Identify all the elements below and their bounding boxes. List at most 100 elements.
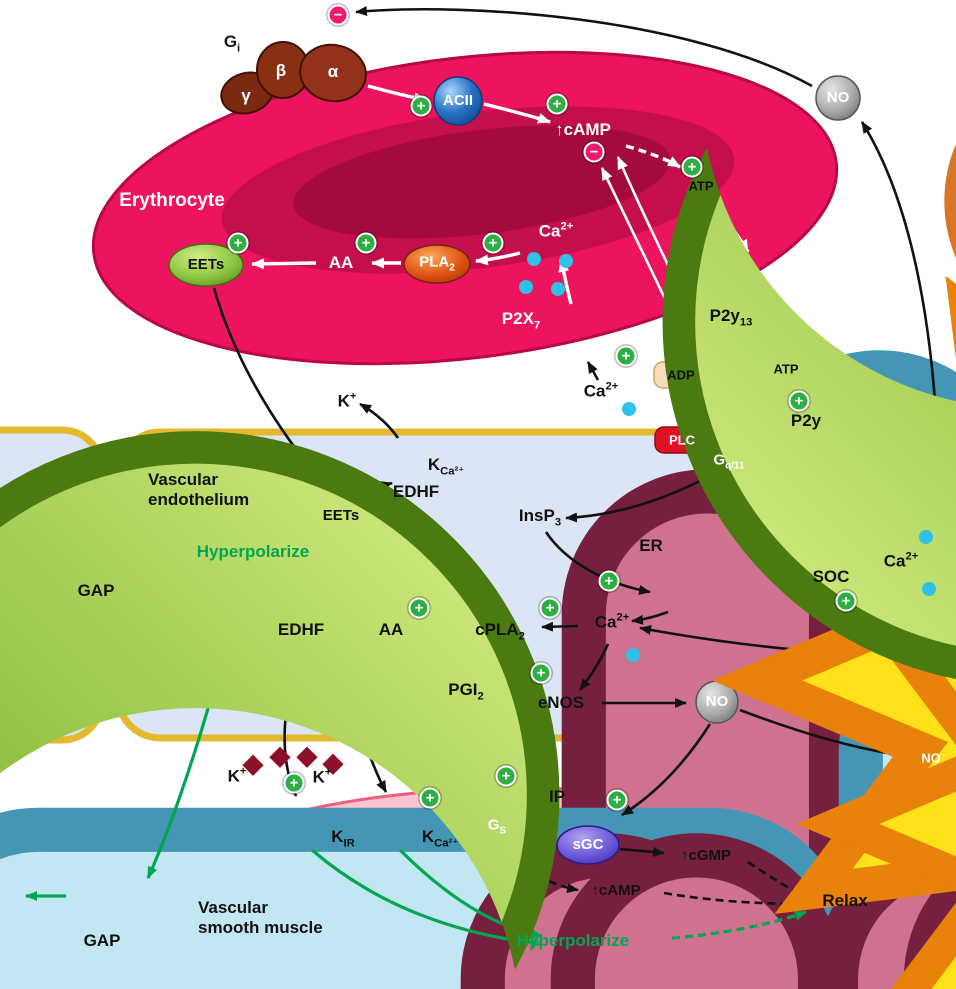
label-no-top: NO	[826, 89, 850, 107]
plus-badge-sgc: +	[606, 789, 628, 811]
label-acii: ACII	[443, 92, 473, 110]
label-sgc: sGC	[572, 836, 604, 854]
label-ca-right: Ca2+	[883, 550, 919, 571]
plus-badge-p2y: +	[788, 390, 810, 412]
label-vascular-smooth-muscle: Vascular smooth muscle	[198, 897, 323, 937]
arrow-ca-to-pla2	[475, 251, 521, 266]
label-edhf-top: EDHF	[392, 481, 440, 501]
label-pla2: PLA2	[419, 253, 455, 274]
erythrocyte-cell	[91, 50, 839, 366]
label-adp: ADP	[667, 367, 695, 383]
label-eets-endo: EETs	[322, 507, 360, 525]
plus-badge-kca-sm: +	[419, 787, 441, 809]
arrow-insp3-to-er	[544, 531, 651, 595]
plus-badge-camp: +	[546, 93, 568, 115]
label-ca-endo: Ca2+	[594, 611, 630, 632]
pla2-enzyme	[403, 244, 471, 284]
arrow-camp-to-atp	[625, 144, 681, 169]
arrow-ca-to-enos	[578, 643, 610, 691]
arrow-ca-into-p2x7	[586, 361, 600, 381]
label-camp-bottom: ↑cAMP	[591, 882, 641, 900]
label-ca-top: Ca2+	[538, 220, 574, 241]
label-gq11: Gq/11	[713, 451, 745, 472]
arrow-aa-to-eets	[251, 258, 317, 270]
sgc-enzyme	[556, 825, 620, 865]
label-gamma: γ	[241, 85, 251, 105]
plus-badge-cpla2: +	[539, 597, 561, 619]
arrow-acii-to-camp	[483, 102, 551, 124]
label-gi: Gi	[223, 32, 241, 55]
label-edhf-mid: EDHF	[277, 619, 325, 639]
plus-badge-kir: +	[283, 772, 305, 794]
label-gap-sm: GAP	[83, 930, 121, 950]
label-no-endo: NO	[705, 693, 729, 711]
label-atp-top: ATP	[688, 178, 714, 194]
arrow-no-inhibits-gi	[355, 6, 813, 88]
eets-molecule-rbc	[168, 243, 244, 287]
label-aa-top: AA	[328, 252, 354, 272]
label-eets-top: EETs	[187, 256, 225, 274]
calcium-ions	[519, 252, 936, 662]
plus-badge-p2x7: +	[615, 345, 637, 367]
label-ip: IP	[548, 786, 566, 806]
label-plc: PLC	[669, 432, 695, 448]
plus-badge-aa-mid: +	[408, 597, 430, 619]
no-molecule-endo	[695, 680, 739, 724]
label-aa-mid: AA	[378, 619, 404, 639]
plus-badge-atp-top: +	[681, 156, 703, 178]
label-enos: eNOS	[537, 692, 585, 712]
arrow-hyperpolarize-to-relax	[671, 910, 807, 940]
arrow-p2y13-inhibit-camp	[600, 167, 670, 306]
plus-badge-pla2: +	[482, 232, 504, 254]
arrow-sgc-to-cgmp	[619, 847, 665, 857]
label-p2y: P2y	[790, 410, 822, 430]
label-soc: SOC	[812, 566, 850, 586]
label-pgi2: PGI2	[448, 680, 484, 703]
plus-badge-aa-top: +	[355, 232, 377, 254]
arrow-k-out-endo	[359, 402, 400, 439]
label-p2x7: P2X7	[501, 309, 541, 332]
label-relax: Relax	[822, 890, 868, 910]
label-hyperpolarize-endo: Hyperpolarize	[196, 541, 310, 561]
plus-badge-acii: +	[410, 95, 432, 117]
plus-badge-er-channel: +	[598, 570, 620, 592]
label-cpla2: cPLA2	[475, 620, 525, 643]
label-ca-mid: Ca2+	[583, 380, 619, 401]
plus-badge-enos: +	[530, 662, 552, 684]
label-er: ER	[639, 535, 663, 555]
gi-protein-complex	[220, 41, 367, 115]
minus-badge-camp: −	[583, 141, 605, 163]
gi-alpha-subunit	[299, 43, 367, 103]
label-k-sm-left: K+	[227, 765, 247, 786]
label-cgmp: ↑cGMP	[680, 847, 732, 865]
arrow-er-to-ca	[631, 610, 669, 625]
label-kca-endo: KCa²⁺	[427, 455, 465, 478]
label-camp-top: ↑cAMP	[555, 119, 611, 139]
label-insp3: InsP3	[518, 506, 562, 529]
label-kir: KIR	[331, 827, 355, 850]
label-k-endo: K+	[337, 390, 357, 411]
label-kca-sm: KCa²⁺	[421, 827, 459, 850]
arrow-no-to-sgc	[621, 723, 712, 817]
label-hyperpolarize-sm: Hyperpolarize	[516, 930, 630, 950]
plus-badge-ip: +	[495, 765, 517, 787]
arrow-p2y13-to-camp	[616, 156, 686, 299]
arrow-gq-to-insp3	[565, 478, 703, 523]
label-p2y13: P2y13	[709, 306, 753, 329]
arrow-camp-to-relax	[663, 891, 807, 909]
label-alpha: α	[327, 61, 339, 81]
label-vascular-endothelium: Vascular endothelium	[148, 469, 250, 509]
label-gs: GS	[487, 816, 507, 837]
plus-badge-soc: +	[835, 590, 857, 612]
label-gap-endo: GAP	[77, 580, 115, 600]
label-no-right: NO	[921, 750, 941, 766]
plus-badge-eets-top: +	[227, 232, 249, 254]
label-k-sm-right: K+	[312, 766, 332, 787]
label-beta: β	[275, 60, 287, 80]
acii-enzyme	[433, 76, 483, 126]
minus-badge-top: −	[327, 4, 349, 26]
label-erythrocyte: Erythrocyte	[119, 189, 225, 211]
arrow-ca-to-cpla2	[541, 621, 579, 632]
